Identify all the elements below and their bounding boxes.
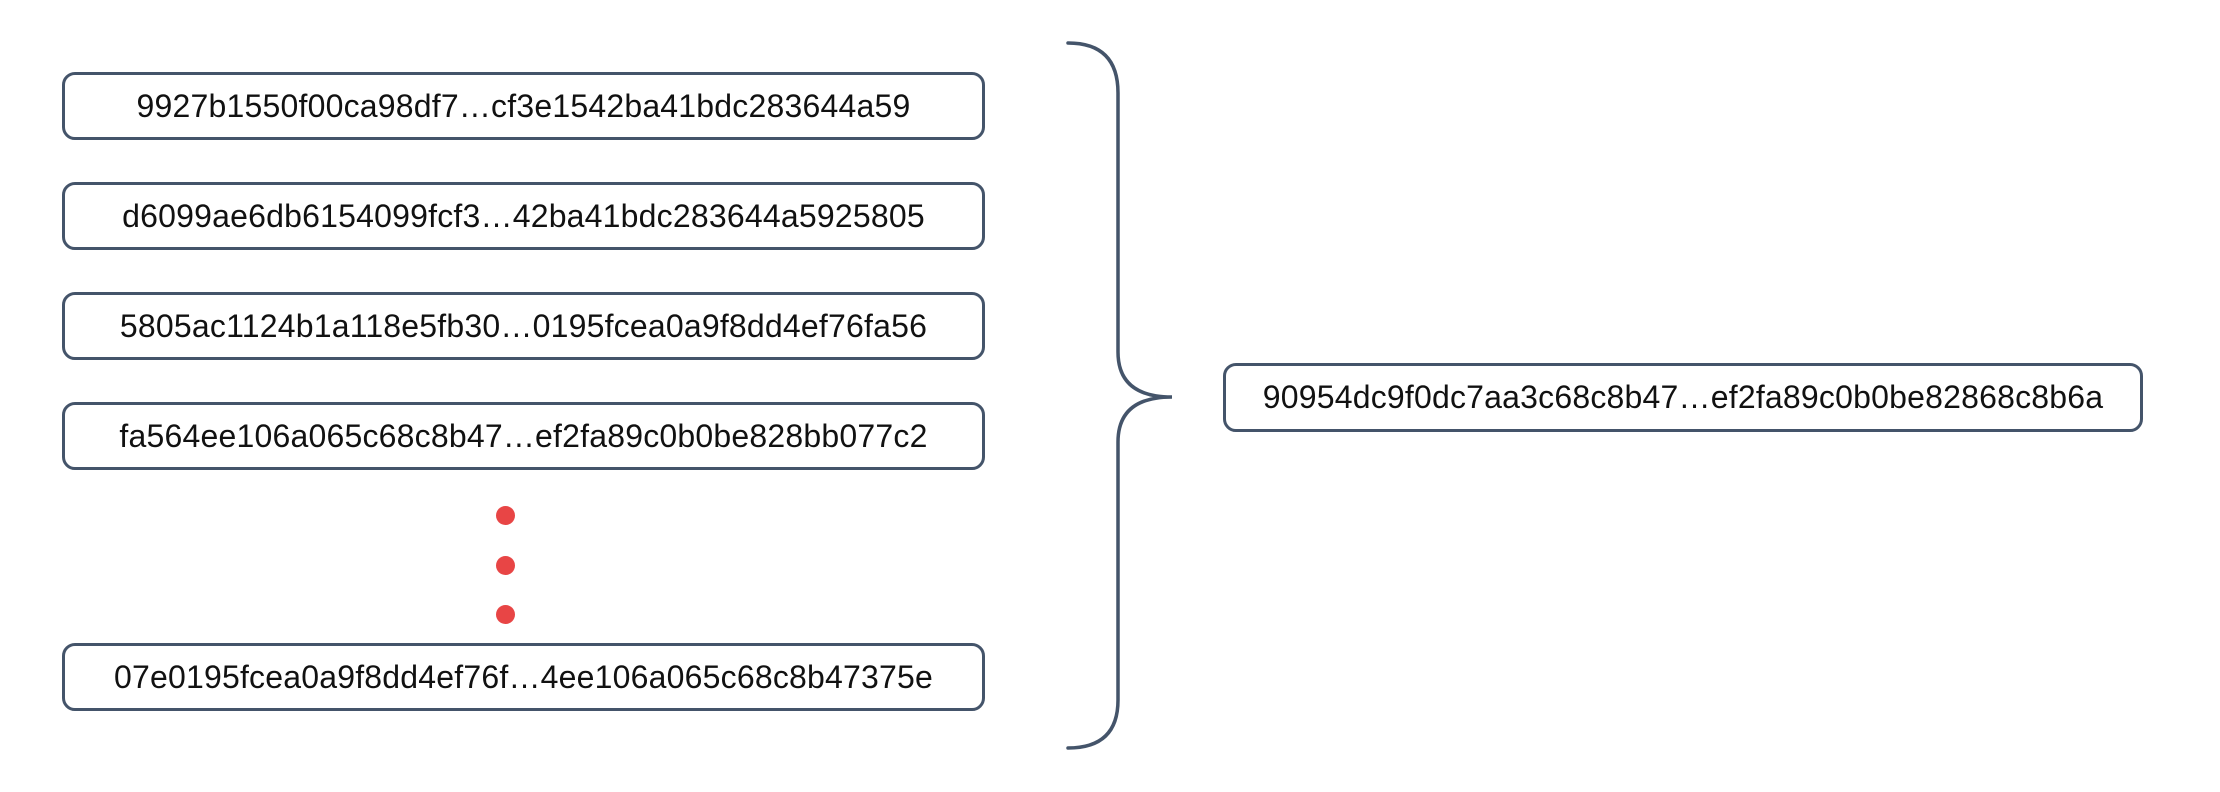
curly-brace-path (1066, 41, 1173, 750)
output-hash-block: 90954dc9f0dc7aa3c68c8b47…ef2fa89c0b0be82… (1223, 363, 2143, 432)
ellipsis-dot (496, 555, 515, 575)
ellipsis-dot (496, 506, 515, 525)
input-hash-label-3: 5805ac1124b1a118e5fb30…0195fcea0a9f8dd4e… (119, 307, 928, 344)
input-hash-label-2: d6099ae6db6154099fcf3…42ba41bdc283644a59… (122, 197, 925, 234)
input-hash-label-1: 9927b1550f00ca98df7…cf3e1542ba41bdc28364… (136, 87, 911, 124)
input-hash-block-last: 07e0195fcea0a9f8dd4ef76f…4ee106a065c68c8… (62, 643, 985, 711)
input-hash-block-2: d6099ae6db6154099fcf3…42ba41bdc283644a59… (62, 182, 985, 250)
input-hash-block-3: 5805ac1124b1a118e5fb30…0195fcea0a9f8dd4e… (62, 292, 985, 360)
input-hash-label-last: 07e0195fcea0a9f8dd4ef76f…4ee106a065c68c8… (113, 658, 934, 695)
input-hash-block-1: 9927b1550f00ca98df7…cf3e1542ba41bdc28364… (62, 72, 985, 140)
output-hash-label: 90954dc9f0dc7aa3c68c8b47…ef2fa89c0b0be82… (1262, 379, 2104, 415)
input-hash-label-4: fa564ee106a065c68c8b47…ef2fa89c0b0be828b… (119, 417, 928, 454)
vertical-ellipsis (496, 506, 515, 624)
ellipsis-dot (496, 605, 515, 624)
input-hash-block-4: fa564ee106a065c68c8b47…ef2fa89c0b0be828b… (62, 402, 985, 470)
